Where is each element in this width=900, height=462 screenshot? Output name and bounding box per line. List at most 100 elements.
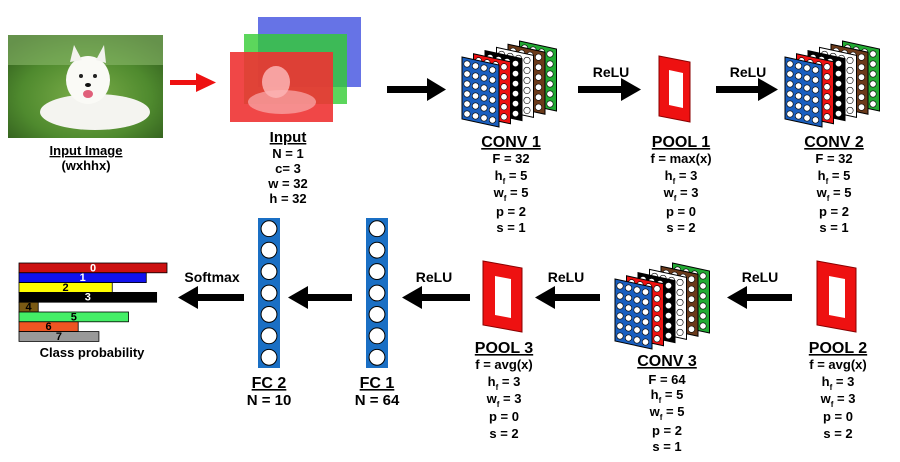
conv1-param-p: p = 2 (496, 204, 526, 219)
conv2-title: CONV 2 (804, 134, 864, 151)
feature-map-cells (616, 282, 649, 346)
conv2-param-wf: wf = 5 (816, 185, 852, 203)
fc1-size: N = 64 (355, 392, 400, 409)
pool1-param-wf: wf = 3 (663, 185, 699, 203)
neuron (368, 306, 386, 323)
input-channels (230, 17, 361, 122)
conv2-param-s: s = 1 (819, 220, 848, 235)
pool3-param-hf: hf = 3 (488, 374, 521, 392)
pool3-param-f: f = avg(x) (475, 357, 532, 372)
probability-bar-label: 5 (71, 311, 77, 323)
relu-label-2: ReLU (730, 64, 767, 80)
relu-label-5: ReLU (416, 269, 453, 285)
conv1-feature-maps (461, 40, 557, 128)
pool3-param-p: p = 0 (489, 409, 519, 424)
neuron (368, 284, 386, 302)
conv3-param-s: s = 1 (652, 439, 681, 454)
conv2-param-filters: F = 32 (815, 151, 852, 166)
conv1-param-wf: wf = 5 (493, 185, 529, 203)
pool1-param-s: s = 2 (666, 220, 695, 235)
probability-bar-label: 1 (80, 272, 86, 284)
pool2-param-wf: wf = 3 (820, 391, 856, 409)
feature-map (461, 56, 500, 128)
pool1-map (658, 55, 691, 123)
arrow-fc2-output (178, 286, 244, 309)
feature-map-cells (463, 60, 496, 124)
relu-label-4: ReLU (548, 269, 585, 285)
input-arrow (170, 73, 216, 92)
neuron (260, 220, 278, 238)
probability-bar-label: 4 (26, 302, 33, 314)
pool3-param-wf: wf = 3 (486, 391, 522, 409)
arrow-pool3-fc1 (402, 286, 470, 309)
feature-map (784, 56, 823, 128)
conv1-param-s: s = 1 (496, 220, 525, 235)
arrow-input-conv1 (387, 78, 446, 101)
conv3-title: CONV 3 (637, 353, 697, 370)
input-param-c: c= 3 (275, 161, 301, 176)
softmax-label: Softmax (184, 269, 239, 285)
conv3-param-wf: wf = 5 (649, 404, 685, 422)
relu-label-3: ReLU (742, 269, 779, 285)
fc2-neurons (258, 218, 280, 368)
probability-bar-label: 2 (63, 282, 69, 294)
pool2-param-f: f = avg(x) (809, 357, 866, 372)
class-probability-title: Class probability (40, 345, 146, 360)
pool1-param-f: f = max(x) (650, 151, 711, 166)
neuron (368, 327, 386, 345)
neuron (260, 263, 278, 280)
neuron (260, 306, 278, 323)
neuron (368, 348, 386, 366)
pool2-param-hf: hf = 3 (822, 374, 855, 392)
neuron (260, 327, 278, 345)
input-image (8, 35, 163, 138)
pool2-title: POOL 2 (809, 340, 867, 357)
pool3-title: POOL 3 (475, 340, 533, 357)
conv3-param-hf: hf = 5 (651, 387, 684, 405)
arrow-conv3-pool3 (535, 286, 600, 309)
probability-bar-label: 6 (46, 321, 52, 333)
neuron (260, 241, 278, 259)
conv1-param-filters: F = 32 (492, 151, 529, 166)
input-title: Input (270, 129, 307, 146)
fc1-title: FC 1 (360, 375, 395, 392)
pool1-param-hf: hf = 3 (665, 168, 698, 186)
relu-label-1: ReLU (593, 64, 630, 80)
input-param-h: h = 32 (269, 191, 306, 206)
fc1-neurons (366, 218, 388, 368)
conv2-param-hf: hf = 5 (818, 168, 851, 186)
conv3-param-filters: F = 64 (648, 372, 686, 387)
input-image-title: Input Image (50, 143, 123, 158)
probability-bar (18, 291, 158, 303)
probability-bar-label: 7 (56, 331, 62, 343)
probability-bar (18, 331, 100, 342)
probability-bar-label: 0 (90, 262, 96, 274)
pool2-map (816, 260, 857, 333)
neuron (368, 263, 386, 280)
pool1-param-p: p = 0 (666, 204, 696, 219)
arrow-pool1-conv2 (716, 78, 778, 101)
pool2-param-s: s = 2 (823, 426, 852, 441)
feature-map (614, 278, 653, 350)
arrow-fc1-fc2 (288, 286, 352, 309)
pool1-title: POOL 1 (652, 134, 710, 151)
neuron (368, 220, 386, 238)
arrow-pool2-conv3 (727, 286, 792, 309)
conv3-feature-maps (614, 262, 710, 350)
neuron (260, 284, 278, 302)
feature-map-cells (786, 60, 819, 124)
input-param-w: w = 32 (267, 176, 307, 191)
input-param-n: N = 1 (272, 146, 303, 161)
probability-bar-label: 3 (85, 292, 91, 304)
conv2-feature-maps (784, 40, 880, 128)
neuron (260, 348, 278, 366)
pool2-param-p: p = 0 (823, 409, 853, 424)
conv3-param-p: p = 2 (652, 423, 682, 438)
conv1-param-hf: hf = 5 (495, 168, 528, 186)
class-probability-bars: 012 3 4 5 67 (18, 262, 168, 343)
pool3-param-s: s = 2 (489, 426, 518, 441)
input-image-size: (wxhhx) (61, 158, 110, 173)
conv1-title: CONV 1 (481, 134, 541, 151)
fc2-size: N = 10 (247, 392, 292, 409)
conv2-param-p: p = 2 (819, 204, 849, 219)
